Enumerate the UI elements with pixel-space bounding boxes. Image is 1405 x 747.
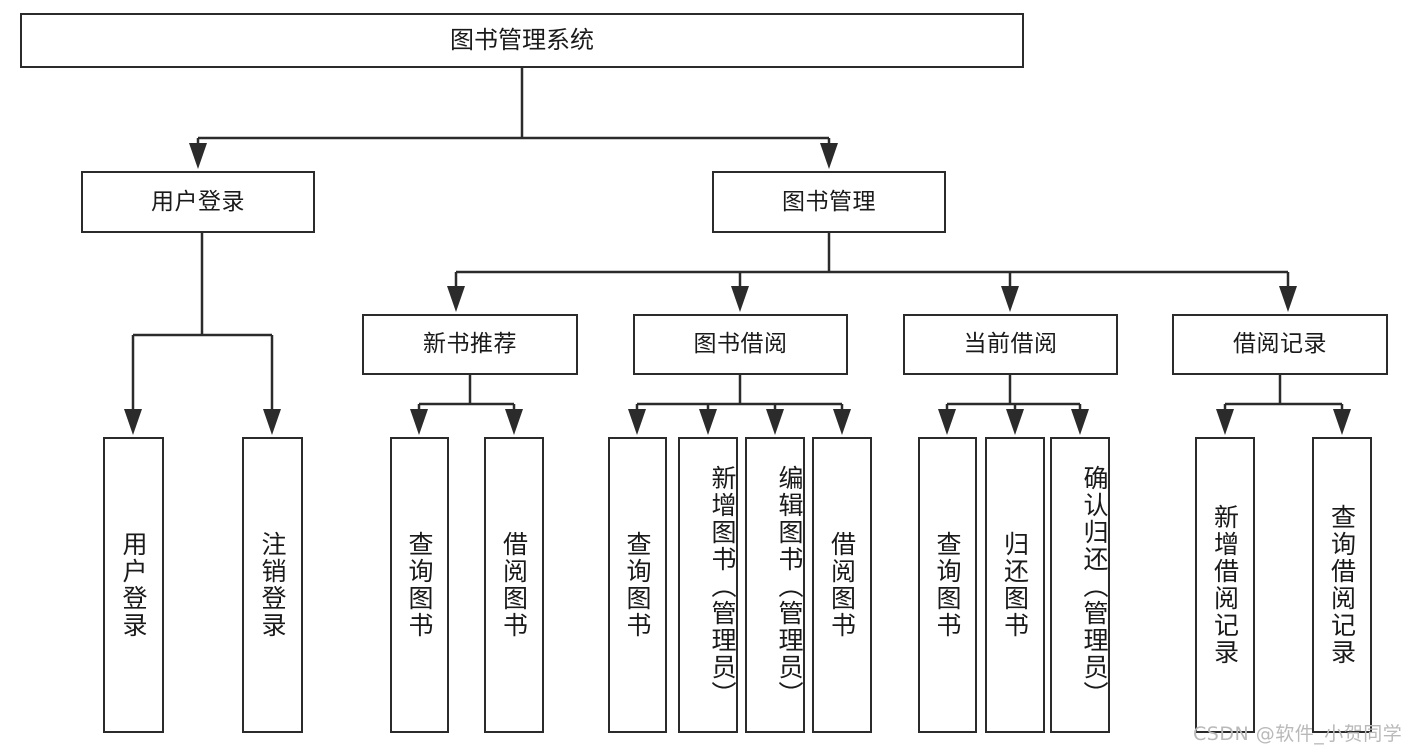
node-label: 查询借阅记录	[1327, 504, 1357, 666]
node-label: 借阅图书	[499, 531, 529, 639]
node-label: 图书管理系统	[450, 25, 594, 54]
node-label: 新书推荐	[423, 331, 517, 358]
node-leaf-borrow-book-recommend[interactable]: 借阅图书	[484, 437, 544, 733]
node-borrow-record[interactable]: 借阅记录	[1172, 314, 1388, 375]
node-label: 新增借阅记录	[1210, 504, 1240, 666]
node-label: 图书借阅	[693, 331, 788, 358]
node-label: 编辑图书（管理员）	[775, 464, 804, 708]
node-leaf-query-book-recommend[interactable]: 查询图书	[390, 437, 449, 733]
node-leaf-query-book-borrow[interactable]: 查询图书	[608, 437, 667, 733]
node-label: 查询图书	[623, 531, 652, 639]
watermark: CSDN @软件_小贺同学	[1193, 723, 1403, 745]
node-leaf-borrow-book[interactable]: 借阅图书	[812, 437, 872, 733]
node-label: 用户登录	[151, 188, 245, 215]
node-leaf-add-book-admin[interactable]: 新增图书（管理员）	[678, 437, 738, 733]
node-label: 查询图书	[933, 531, 962, 639]
node-label: 借阅记录	[1233, 331, 1327, 358]
node-label: 注销登录	[258, 531, 287, 639]
node-leaf-confirm-return-admin[interactable]: 确认归还（管理员）	[1050, 437, 1110, 733]
node-leaf-user-login[interactable]: 用户登录	[103, 437, 164, 733]
node-label: 借阅图书	[827, 531, 857, 639]
node-leaf-query-book-current[interactable]: 查询图书	[918, 437, 977, 733]
node-label: 归还图书	[1000, 531, 1030, 639]
node-label: 确认归还（管理员）	[1080, 464, 1109, 708]
node-user-login[interactable]: 用户登录	[81, 171, 315, 233]
node-label: 查询图书	[405, 531, 434, 639]
node-new-book-recommend[interactable]: 新书推荐	[362, 314, 578, 375]
node-label: 新增图书（管理员）	[708, 464, 737, 708]
node-label: 用户登录	[119, 531, 148, 639]
node-leaf-add-borrow-record[interactable]: 新增借阅记录	[1195, 437, 1255, 733]
node-book-borrow[interactable]: 图书借阅	[633, 314, 848, 375]
node-root-system[interactable]: 图书管理系统	[20, 13, 1024, 68]
node-leaf-return-book[interactable]: 归还图书	[985, 437, 1045, 733]
node-leaf-logout[interactable]: 注销登录	[242, 437, 303, 733]
node-leaf-edit-book-admin[interactable]: 编辑图书（管理员）	[745, 437, 805, 733]
node-current-borrow[interactable]: 当前借阅	[903, 314, 1118, 375]
node-book-management[interactable]: 图书管理	[712, 171, 946, 233]
node-label: 图书管理	[782, 188, 876, 215]
node-leaf-query-borrow-record[interactable]: 查询借阅记录	[1312, 437, 1372, 733]
node-label: 当前借阅	[963, 331, 1058, 358]
